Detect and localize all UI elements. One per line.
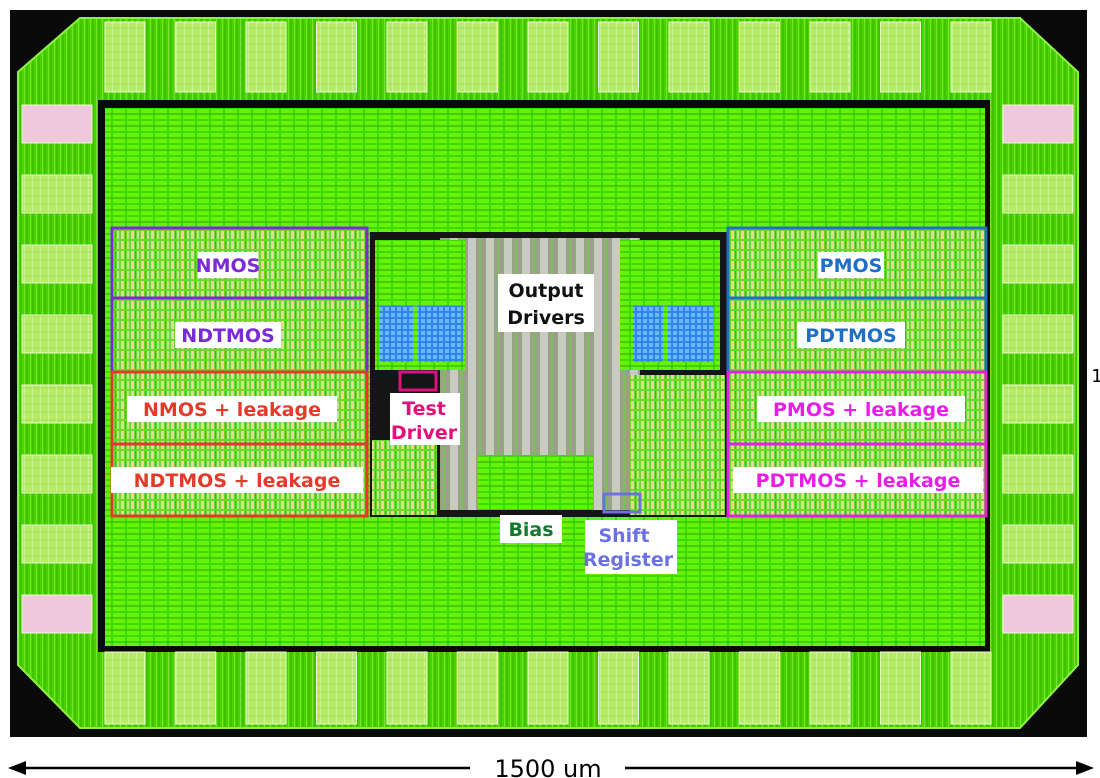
bias: Bias <box>500 515 562 543</box>
pmos-leakage-label: PMOS + leakage <box>773 399 949 421</box>
io-pad <box>457 21 498 93</box>
nmos-leakage-label: NMOS + leakage <box>143 399 321 421</box>
io-pad <box>809 651 851 725</box>
shift-register-label-bg <box>585 520 677 574</box>
io-pad <box>175 21 216 93</box>
io-pad <box>880 21 921 93</box>
scale-bar-arrow-right <box>1076 761 1094 775</box>
pmos-label: PMOS <box>820 255 883 277</box>
io-pad <box>880 651 921 725</box>
side-scale-label: 1 <box>1091 366 1100 387</box>
io-pad <box>316 21 357 93</box>
output-drivers-label-bg <box>498 274 594 332</box>
io-pad <box>950 21 992 93</box>
test-driver-label-line1: Test <box>402 398 446 420</box>
io-pad <box>21 454 93 494</box>
io-pad <box>104 21 146 93</box>
io-pad <box>668 21 710 93</box>
center-circuitry <box>370 232 728 517</box>
io-pad <box>1002 384 1074 424</box>
test-driver-label-line2: Driver <box>391 422 458 444</box>
ndtmos-label: NDTMOS <box>181 325 274 347</box>
pdtmos-label-bg <box>797 322 905 348</box>
io-pad <box>739 651 780 725</box>
io-pad <box>598 651 639 725</box>
nmos-label-bg <box>198 252 258 278</box>
capacitor-bank-left-2 <box>418 306 463 362</box>
scale-bar: 1500 um <box>8 755 1094 778</box>
io-pad <box>457 651 498 725</box>
pdtmos-leakage-label-bg <box>733 467 983 493</box>
output-drivers: Output Drivers <box>498 274 594 332</box>
ndtmos-label-bg <box>175 322 281 348</box>
test-driver: Test Driver <box>390 370 460 445</box>
io-pad <box>175 651 216 725</box>
capacitor-bank-left <box>380 306 413 362</box>
pmos-label-bg <box>818 252 884 278</box>
io-pad <box>316 651 357 725</box>
io-pad <box>668 651 710 725</box>
scale-bar-arrow-left <box>8 761 26 775</box>
bias-label-bg <box>500 515 562 543</box>
pdtmos-leakage-label: PDTMOS + leakage <box>756 470 961 492</box>
io-pad <box>245 21 287 93</box>
bond-pad <box>21 594 93 634</box>
io-pad <box>527 21 569 93</box>
ndtmos-leakage-block: NDTMOS + leakage <box>110 442 369 518</box>
io-pad <box>386 21 428 93</box>
capacitor-bank-right-2 <box>668 306 713 362</box>
io-pad <box>1002 244 1074 284</box>
nmos-label: NMOS <box>196 255 261 277</box>
io-pad <box>950 651 992 725</box>
pdtmos-leakage-block: PDTMOS + leakage <box>726 442 988 518</box>
io-pad <box>1002 314 1074 354</box>
io-pad <box>527 651 569 725</box>
capacitor-bank-right <box>633 306 663 362</box>
io-pad <box>21 244 93 284</box>
output-drivers-label-line2: Drivers <box>507 307 585 329</box>
shift-register-label-line1: Shift <box>598 525 649 547</box>
nmos-block: NMOS <box>110 226 369 300</box>
io-pad <box>104 651 146 725</box>
io-pad <box>1002 174 1074 214</box>
bond-pad <box>1002 594 1074 634</box>
ndtmos-leakage-label-bg <box>111 467 363 493</box>
io-pad <box>1002 524 1074 564</box>
pdtmos-label: PDTMOS <box>805 325 896 347</box>
io-pad <box>21 174 93 214</box>
scale-bar-label: 1500 um <box>494 755 601 778</box>
io-pad <box>21 314 93 354</box>
nmos-leakage-label-bg <box>127 396 337 422</box>
output-drivers-label-line1: Output <box>509 280 584 302</box>
io-pad <box>21 524 93 564</box>
shift-register-label-line2: Register <box>583 549 674 571</box>
io-pad <box>739 21 780 93</box>
io-pad <box>245 651 287 725</box>
bond-pad <box>21 104 93 144</box>
test-driver-label-bg <box>390 393 460 445</box>
ndtmos-leakage-label: NDTMOS + leakage <box>134 470 341 492</box>
io-pad <box>809 21 851 93</box>
shift-register: Shift Register <box>583 492 677 574</box>
ndtmos-block: NDTMOS <box>110 296 369 374</box>
io-pad <box>386 651 428 725</box>
io-pad <box>21 384 93 424</box>
io-pads <box>21 21 1074 725</box>
bond-pad <box>1002 104 1074 144</box>
pdtmos-block: PDTMOS <box>726 296 988 374</box>
io-pad <box>598 21 639 93</box>
bias-label: Bias <box>508 519 553 541</box>
io-pad <box>1002 454 1074 494</box>
pmos-leakage-label-bg <box>757 396 965 422</box>
